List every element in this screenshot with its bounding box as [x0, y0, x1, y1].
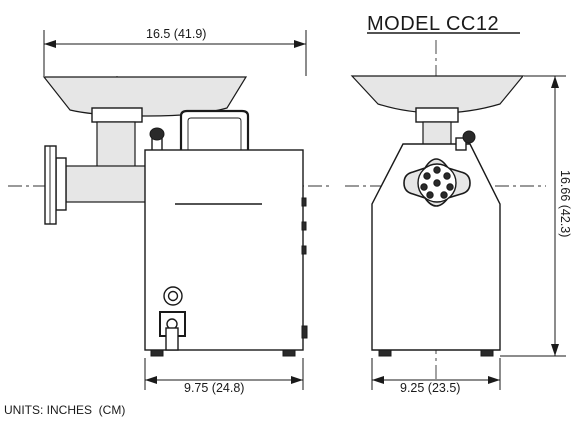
side-grinding-head	[65, 165, 147, 203]
side-feet	[150, 349, 296, 357]
side-tightening-knob	[149, 127, 165, 152]
side-feed-throat	[96, 121, 136, 175]
overall-width-label: 16.5 (41.9)	[146, 27, 206, 41]
front-base-width-label: 9.25 (23.5)	[400, 381, 460, 395]
side-base-width-dimension	[144, 358, 304, 390]
front-view	[345, 40, 546, 380]
front-hopper-neck	[415, 107, 459, 123]
side-rear-ribs	[301, 197, 308, 339]
side-power-button	[163, 286, 183, 306]
front-base-width-dimension	[371, 358, 501, 390]
side-switch-box	[159, 311, 186, 351]
front-tightening-knob	[455, 130, 476, 151]
side-base-width-label: 9.75 (24.8)	[184, 381, 244, 395]
side-outlet-plate	[44, 145, 57, 225]
height-label: 16.66 (42.3)	[558, 170, 572, 237]
model-title: MODEL CC12	[367, 13, 499, 35]
side-carry-handle	[179, 109, 250, 150]
side-view	[8, 76, 330, 357]
units-note: UNITS: INCHES (CM)	[4, 403, 125, 417]
height-dimension	[500, 75, 566, 357]
front-feet	[378, 349, 494, 357]
front-motor-housing	[371, 143, 501, 351]
side-hopper-neck	[91, 107, 143, 123]
side-ring-nut	[55, 157, 67, 211]
overall-width-dimension	[43, 30, 307, 76]
front-grinder-plate	[403, 158, 471, 207]
